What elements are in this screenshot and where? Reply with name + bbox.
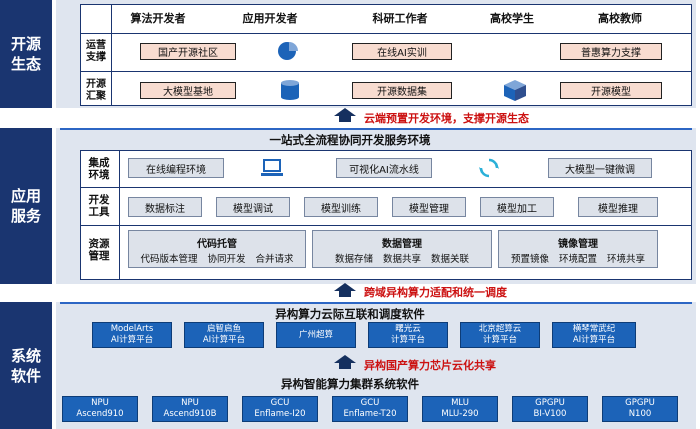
box-model-debug: 模型调试 bbox=[216, 197, 290, 217]
platform-shuguang-l1: 曙光云 bbox=[395, 324, 421, 334]
group-code-hosting-title: 代码托管 bbox=[197, 239, 237, 250]
box-open-community: 国产开源社区 bbox=[140, 43, 236, 60]
role-researcher: 科研工作者 bbox=[372, 12, 428, 25]
sub-env-config: 环境配置 bbox=[558, 254, 597, 265]
chip-enflame-t20-l1: GCU bbox=[360, 398, 380, 408]
cube-icon bbox=[504, 80, 526, 101]
box-online-coding: 在线编程环境 bbox=[128, 158, 224, 178]
platform-guangzhou-l1: 广州超算 bbox=[298, 329, 333, 340]
box-model-inference: 模型推理 bbox=[578, 197, 658, 217]
section-app-service: 应用服务 bbox=[0, 128, 52, 284]
box-online-ai-training: 在线AI实训 bbox=[352, 43, 452, 60]
chip-n100-l1: GPGPU bbox=[625, 398, 655, 408]
chip-enflame-t20: GCU Enflame-T20 bbox=[332, 396, 408, 422]
role-teacher: 高校教师 bbox=[598, 12, 642, 25]
platform-beijing-l1: 北京超算云 bbox=[478, 324, 522, 334]
sub-data-link: 数据关联 bbox=[431, 254, 470, 265]
red-caption-1: 云端预置开发环境，支撑开源生态 bbox=[364, 112, 529, 125]
sys-stripe bbox=[60, 302, 692, 304]
sub-env-share: 环境共享 bbox=[607, 254, 646, 265]
chip-n100-l2: N100 bbox=[628, 409, 652, 419]
chip-ascend910b: NPU Ascend910B bbox=[152, 396, 228, 422]
row-label-operations: 运营支撑 bbox=[86, 40, 106, 63]
group-code-hosting: 代码托管 代码版本管理 协同开发 合并请求 bbox=[128, 230, 306, 268]
chip-enflame-i20-l1: GCU bbox=[270, 398, 290, 408]
section-system-software: 系统软件 bbox=[0, 302, 52, 429]
role-app-dev: 应用开发者 bbox=[242, 12, 298, 25]
platform-beijing-l2: 计算平台 bbox=[482, 335, 517, 345]
chip-ascend910-l1: NPU bbox=[91, 398, 109, 408]
platform-qizhi: 启智启鱼 AI计算平台 bbox=[184, 322, 264, 348]
chip-mlu290-l2: MLU-290 bbox=[441, 409, 479, 419]
sub-merge-request: 合并请求 bbox=[255, 254, 294, 265]
box-visual-ai-pipeline: 可视化AI流水线 bbox=[336, 158, 432, 178]
platform-qizhi-l1: 启智启鱼 bbox=[206, 324, 241, 334]
box-llm-finetune: 大模型一键微调 bbox=[548, 158, 652, 178]
chip-bi-v100-l1: GPGPU bbox=[535, 398, 565, 408]
sub-data-storage: 数据存储 bbox=[334, 254, 373, 265]
box-model-train: 模型训练 bbox=[304, 197, 378, 217]
box-open-dataset: 开源数据集 bbox=[352, 82, 452, 99]
row-label-devtools: 开发工具 bbox=[88, 194, 110, 218]
chip-bi-v100: GPGPU BI-V100 bbox=[512, 396, 588, 422]
interconnect-title: 异构算力云际互联和调度软件 bbox=[275, 307, 425, 321]
box-data-labeling: 数据标注 bbox=[128, 197, 202, 217]
laptop-icon bbox=[261, 159, 283, 176]
platform-shuguang: 曙光云 计算平台 bbox=[368, 322, 448, 348]
box-model-process: 模型加工 bbox=[480, 197, 554, 217]
database-icon bbox=[281, 80, 299, 100]
app-title: 一站式全流程协同开发服务环境 bbox=[269, 133, 431, 147]
platform-guangzhou: 广州超算 bbox=[276, 322, 356, 348]
box-model-manage: 模型管理 bbox=[392, 197, 466, 217]
platform-beijing: 北京超算云 计算平台 bbox=[460, 322, 540, 348]
platform-modelarts-l1: ModelArts bbox=[110, 324, 154, 334]
box-compute-support: 普惠算力支撑 bbox=[560, 43, 662, 60]
group-data-manage: 数据管理 数据存储 数据共享 数据关联 bbox=[312, 230, 492, 268]
row-label-aggregation: 开源汇聚 bbox=[86, 79, 106, 102]
row-label-resources: 资源管理 bbox=[88, 238, 110, 262]
platform-hengqin-l1: 横琴常武纪 bbox=[572, 324, 616, 334]
red-caption-3: 异构国产算力芯片云化共享 bbox=[364, 359, 496, 372]
chip-n100: GPGPU N100 bbox=[602, 396, 678, 422]
box-model-base: 大模型基地 bbox=[140, 82, 236, 99]
cluster-title: 异构智能算力集群系统软件 bbox=[281, 377, 419, 391]
sub-code-version: 代码版本管理 bbox=[140, 254, 198, 265]
chip-ascend910b-l1: NPU bbox=[181, 398, 199, 408]
chip-ascend910-l2: Ascend910 bbox=[76, 409, 124, 419]
pie-chart-icon bbox=[278, 42, 298, 60]
chip-bi-v100-l2: BI-V100 bbox=[533, 409, 567, 419]
chip-enflame-i20: GCU Enflame-I20 bbox=[242, 396, 318, 422]
platform-shuguang-l2: 计算平台 bbox=[390, 335, 425, 345]
app-stripe bbox=[60, 128, 692, 130]
platform-hengqin-l2: AI计算平台 bbox=[572, 335, 616, 345]
chip-enflame-i20-l2: Enflame-I20 bbox=[254, 409, 306, 419]
chip-ascend910: NPU Ascend910 bbox=[62, 396, 138, 422]
platform-qizhi-l2: AI计算平台 bbox=[202, 335, 246, 345]
chip-ascend910b-l2: Ascend910B bbox=[163, 409, 217, 419]
chip-mlu290: MLU MLU-290 bbox=[422, 396, 498, 422]
sub-data-share: 数据共享 bbox=[382, 254, 421, 265]
section-ecosystem: 开源生态 bbox=[0, 0, 52, 108]
platform-hengqin: 横琴常武纪 AI计算平台 bbox=[552, 322, 636, 348]
red-caption-2: 跨域异构算力适配和统一调度 bbox=[364, 286, 507, 299]
row-label-integration: 集成环境 bbox=[88, 157, 110, 181]
group-image-manage-title: 镜像管理 bbox=[558, 239, 598, 250]
chip-enflame-t20-l2: Enflame-T20 bbox=[343, 409, 397, 419]
sub-preset-image: 预置镜像 bbox=[510, 254, 549, 265]
chip-mlu290-l1: MLU bbox=[451, 398, 469, 408]
role-student: 高校学生 bbox=[490, 12, 534, 25]
platform-modelarts-l2: AI计算平台 bbox=[110, 335, 154, 345]
group-image-manage: 镜像管理 预置镜像 环境配置 环境共享 bbox=[498, 230, 658, 268]
box-open-model: 开源模型 bbox=[560, 82, 662, 99]
role-algorithm-dev: 算法开发者 bbox=[130, 12, 186, 25]
refresh-icon bbox=[479, 158, 499, 178]
sub-collab-dev: 协同开发 bbox=[207, 254, 246, 265]
platform-modelarts: ModelArts AI计算平台 bbox=[92, 322, 172, 348]
group-data-manage-title: 数据管理 bbox=[382, 239, 422, 250]
